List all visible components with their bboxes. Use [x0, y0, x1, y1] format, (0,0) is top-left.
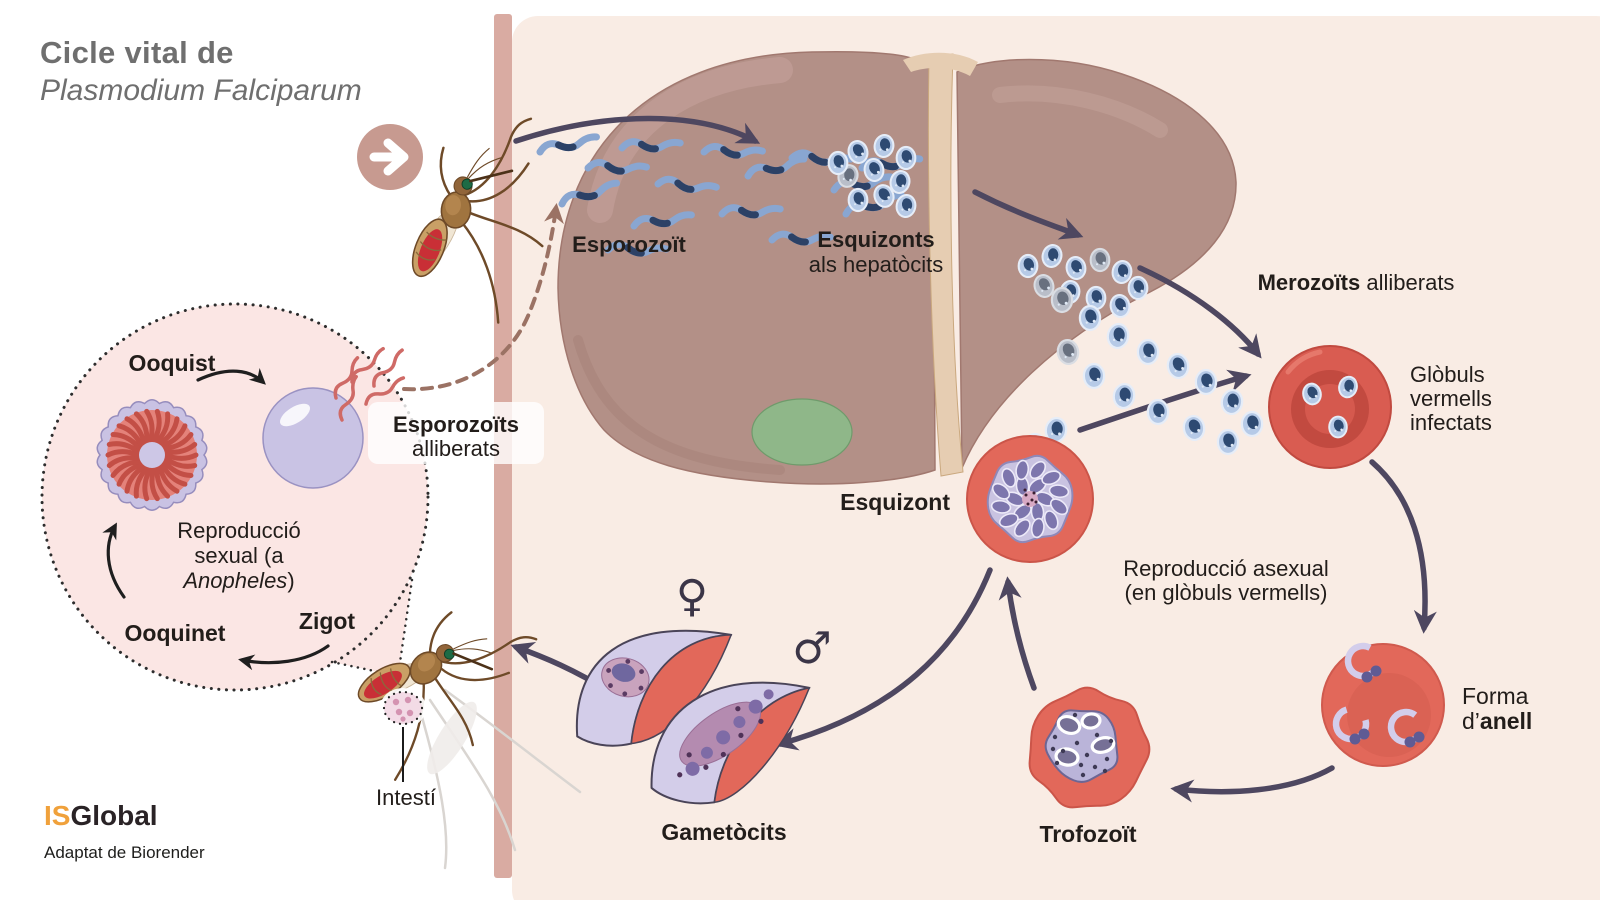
label-sexual-l3-end: ) [287, 568, 295, 593]
label-merozoites-rest: alliberats [1366, 270, 1455, 295]
sexual-cycle-bubble [40, 302, 430, 692]
label-merozoites-bold: Merozoïts [1257, 270, 1361, 295]
arrow-circle-icon [357, 124, 423, 190]
schizont-inner-mass [986, 454, 1074, 544]
oocyst-illustration [96, 399, 208, 511]
male-symbol: ♂ [792, 623, 832, 674]
label-trophozoite: Trofozoït [1039, 821, 1137, 847]
label-zygote: Zigot [298, 608, 356, 634]
label-infected-rbc-l3: infectats [1410, 410, 1492, 435]
label-gametocytes: Gametòcits [661, 819, 787, 845]
label-anopheles-italic: Anopheles [183, 568, 288, 593]
merozoites-inside-rbc [1302, 375, 1358, 439]
sporozoites-swarm [536, 133, 924, 257]
merozoite-stream [1023, 286, 1264, 460]
label-ring-form: Forma d’anell [1462, 684, 1532, 734]
arrow-rbc-to-ring [1369, 459, 1437, 634]
cycle-arrows [510, 115, 1437, 803]
credit-line: Adaptat de Biorender [44, 843, 205, 862]
arrow-ring-to-trophozoite [1170, 765, 1335, 803]
label-liver-schizonts-bold: Esquizonts [817, 227, 935, 252]
gametocyte-female [575, 629, 733, 747]
label-liver-schizonts: Esquizonts als hepatòcits [809, 227, 944, 277]
label-sexual-l1: Reproducció [177, 518, 301, 543]
label-asexual-reproduction: Reproducció asexual (en glòbuls vermells… [1123, 557, 1328, 605]
logo-global-part: Global [70, 800, 158, 831]
ring-form-cell [1321, 642, 1445, 767]
infected-red-blood-cell [1268, 345, 1392, 469]
arrow-liver-to-merozoites [972, 189, 1084, 240]
trophozoite-cell [1028, 686, 1151, 809]
logo-is-part: IS [44, 800, 71, 831]
label-infected-rbc-l1: Glòbuls [1410, 362, 1485, 387]
page-title: Cicle vital de [40, 35, 234, 70]
liver-ligament [927, 53, 964, 477]
oocyst-burst-sphere [262, 387, 364, 489]
label-infected-rbc: Glòbuls vermells infectats [1410, 363, 1492, 435]
label-sexual-reproduction: Reproducció sexual (a Anopheles) [177, 518, 301, 593]
arrow-merozoites-to-rbc-1 [1137, 265, 1262, 359]
label-sporozoites-released: Esporozoïts alliberats [393, 413, 519, 461]
label-blood-schizont: Esquizont [840, 489, 950, 515]
label-backplate [368, 402, 544, 464]
bubble-cycle-arrows [102, 367, 330, 671]
label-asexual-l1: Reproducció asexual [1123, 556, 1329, 581]
label-liver-schizonts-sub: als hepatòcits [808, 252, 944, 277]
gallbladder [751, 398, 853, 466]
label-sexual-l3: Anopheles) [177, 568, 301, 593]
label-ring-form-l1: Forma [1462, 683, 1529, 709]
label-ring-form-d: d’ [1462, 708, 1480, 734]
schizonts-cluster-2 [1017, 244, 1149, 319]
arrow-sporozoites-to-mosquito-dashed [402, 203, 564, 392]
page-subtitle: Plasmodium Falciparum [40, 74, 362, 107]
gametocyte-male [650, 681, 811, 805]
label-sporozoite: Esporozoït [572, 232, 686, 257]
label-sporozoites-released-sub: alliberats [411, 436, 501, 461]
label-ookinete: Ooquinet [124, 620, 226, 646]
label-merozoites-released: Merozoïts alliberats [1257, 270, 1455, 296]
arrow-schizont-to-gametocytes [774, 567, 993, 751]
schizonts-in-hepatocytes [827, 133, 917, 219]
label-ring-form-l2: d’anell [1462, 709, 1532, 734]
label-sporozoites-released-bold: Esporozoïts [393, 412, 519, 437]
label-intestine: Intestí [376, 785, 436, 810]
label-sexual-l2: sexual (a [194, 543, 284, 568]
label-ring-form-bold: anell [1479, 708, 1533, 734]
female-symbol: ♀ [675, 571, 709, 622]
label-infected-rbc-l2: vermells [1410, 386, 1492, 411]
label-asexual-l2: (en glòbuls vermells) [1124, 580, 1328, 605]
arrow-trophozoite-to-schizont [998, 576, 1037, 691]
intestine-highlight [380, 688, 426, 782]
released-sporozoites-red [333, 346, 406, 422]
label-oocyst: Ooquist [128, 350, 216, 376]
arrow-merozoites-to-rbc-2 [1077, 369, 1252, 433]
isglobal-logo: ISGlobal [44, 800, 158, 831]
arrow-mosquito-to-liver [513, 115, 761, 144]
